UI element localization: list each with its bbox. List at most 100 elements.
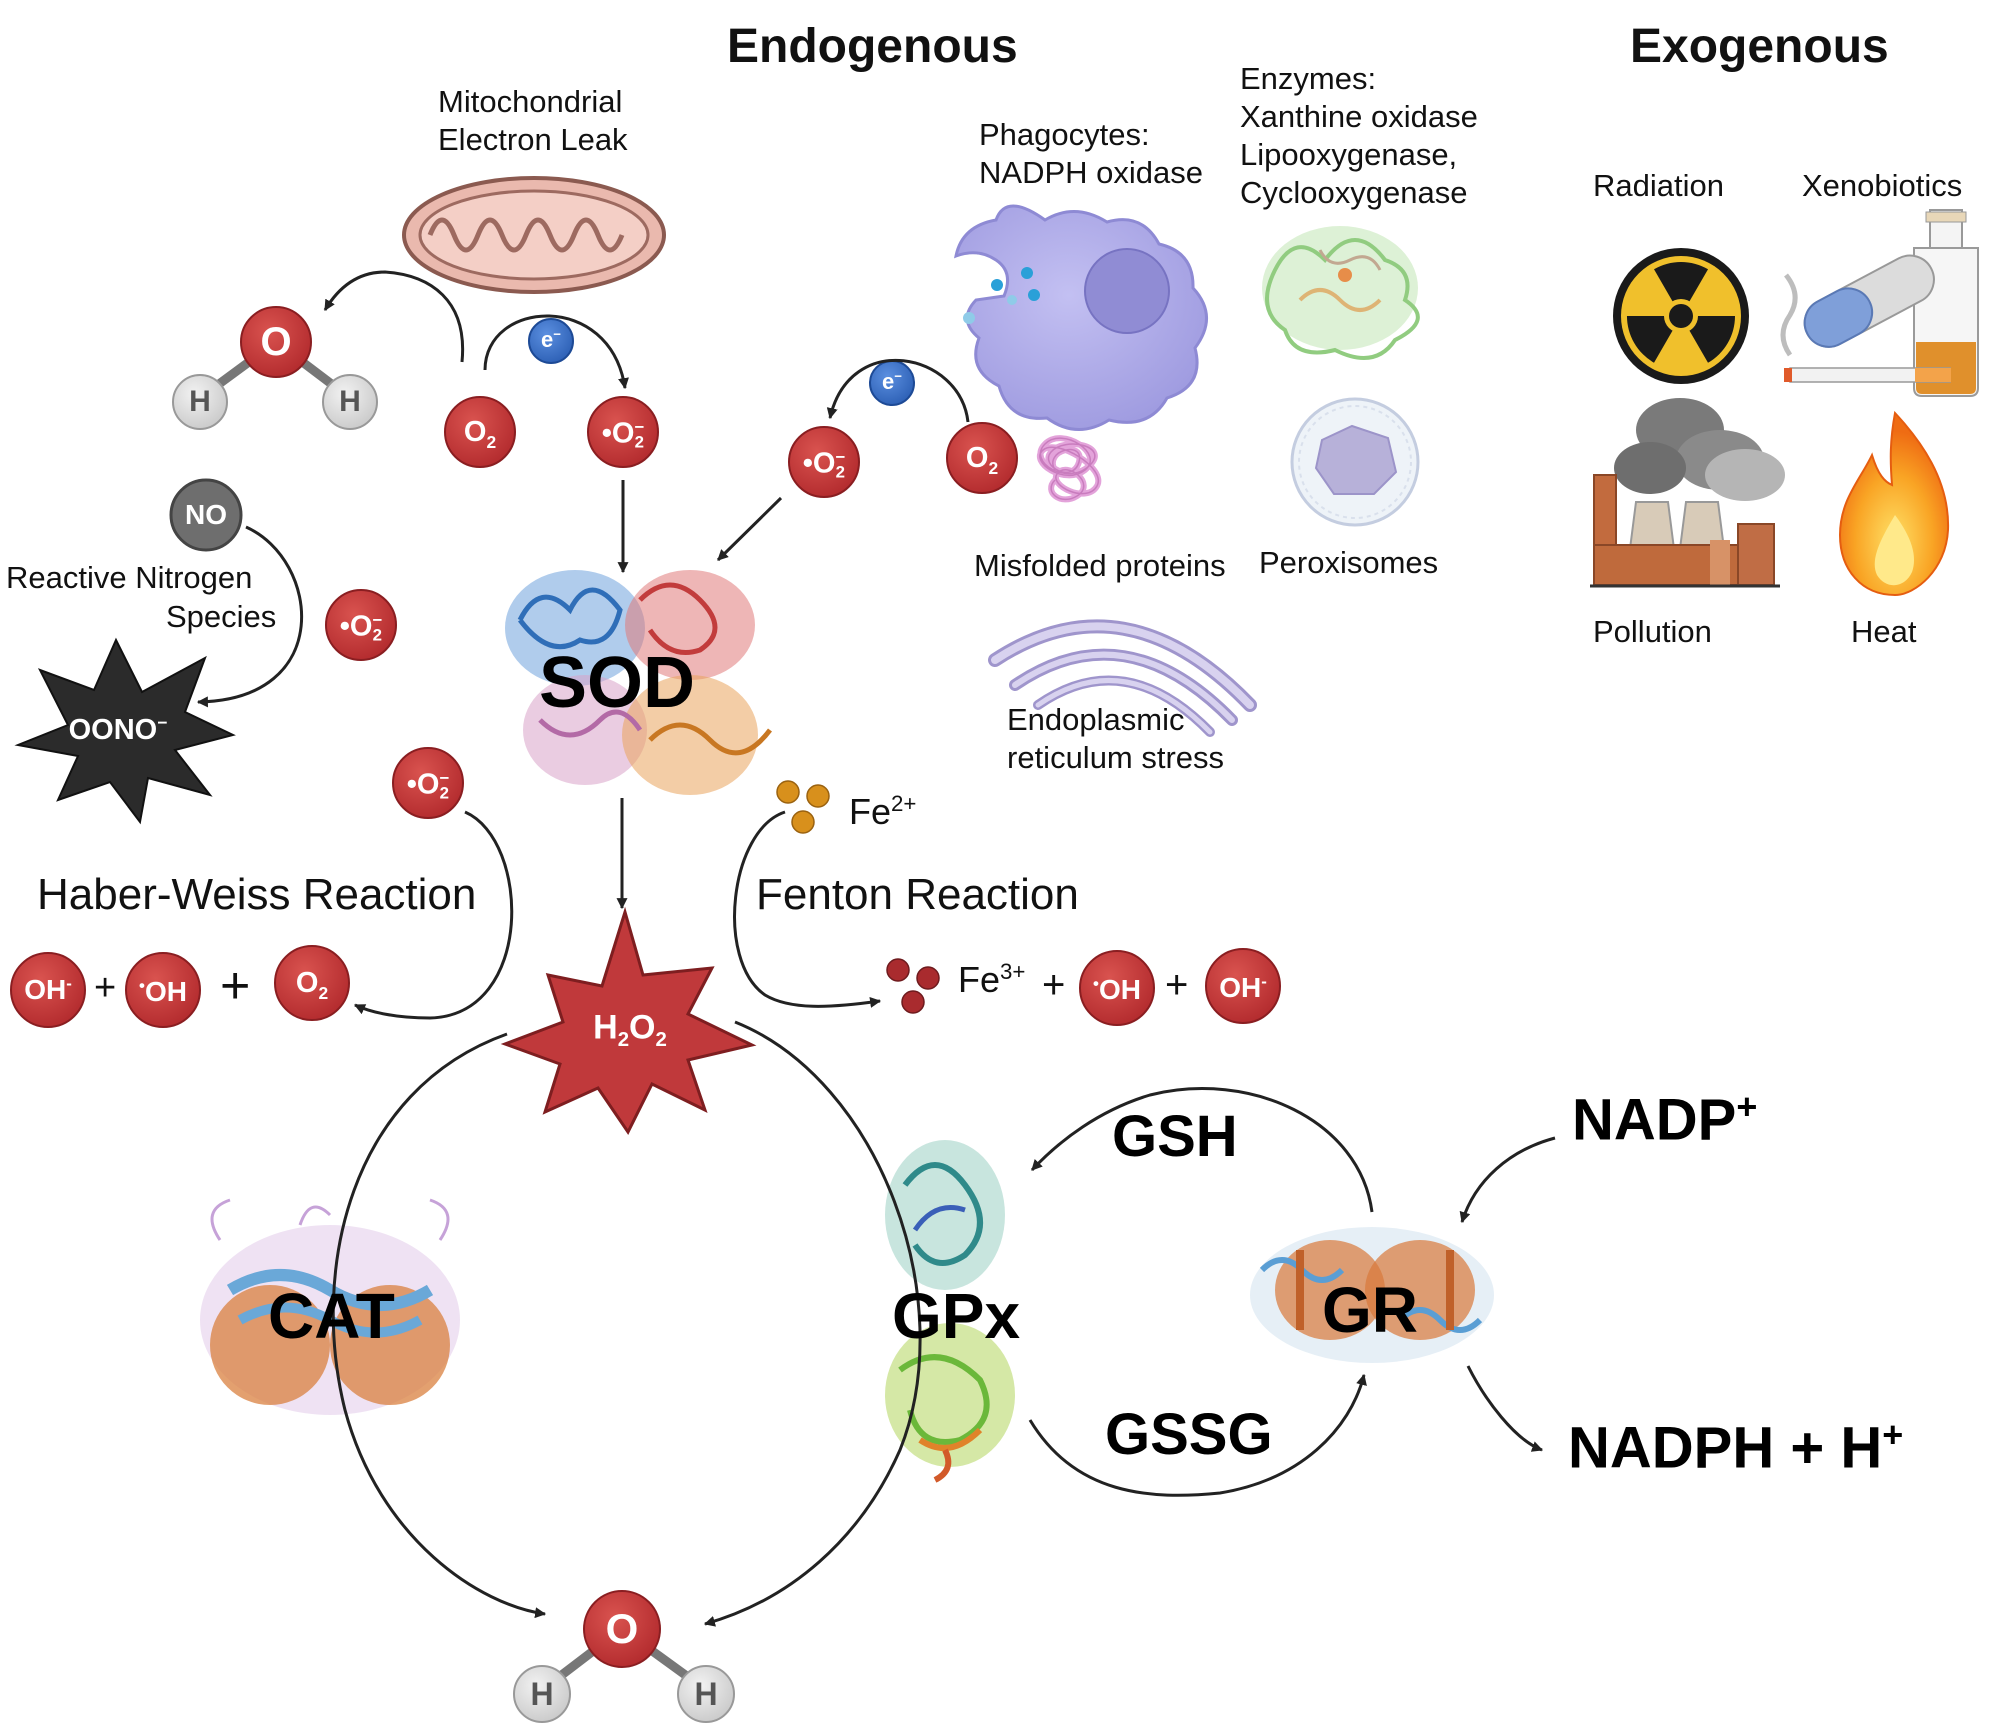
exogenous-title: Exogenous <box>1630 20 1889 73</box>
gsh-label: GSH <box>1112 1104 1238 1169</box>
heat-label: Heat <box>1851 614 1917 649</box>
arrow-gr-to-nadph <box>1466 1365 1544 1452</box>
water-molecule-bottom <box>513 1590 735 1723</box>
arrow-o2-to-superoxide-1 <box>483 314 629 390</box>
plus-sign-3: + <box>1042 963 1066 1007</box>
enzymes-label: Enzymes: Xanthine oxidase Lipooxygenase,… <box>1240 61 1478 210</box>
mitochondria-label: Mitochondrial Electron Leak <box>438 84 628 157</box>
nitric-oxide-molecule <box>169 478 243 552</box>
superoxide-label-4: •O−2 <box>406 768 450 803</box>
factory-smoke-icon <box>1590 398 1785 588</box>
superoxide-molecule-3 <box>325 589 397 661</box>
haber-weiss-label: Haber-Weiss Reaction <box>37 870 477 919</box>
electron-label-2: e− <box>882 368 902 394</box>
misfolded-protein-icon <box>1037 435 1102 503</box>
sod-protein-structure <box>505 570 772 795</box>
water-h-label-bottom-right: H <box>694 1675 718 1712</box>
peroxisomes-label: Peroxisomes <box>1259 545 1439 580</box>
peroxynitrite-label: OONO− <box>68 712 168 746</box>
rns-label-line1: Reactive Nitrogen <box>6 560 253 595</box>
hydroxide-molecule-2 <box>1205 948 1281 1024</box>
gr-label: GR <box>1322 1274 1418 1346</box>
gpx-protein-structure <box>885 1140 1015 1483</box>
nadph-label: NADPH + H+ <box>1568 1414 1904 1481</box>
hydroxyl-molecule-1 <box>125 952 201 1028</box>
superoxide-label-1: •O−2 <box>601 417 645 452</box>
endogenous-title: Endogenous <box>727 20 1018 73</box>
arrow-gssg-to-gr <box>1028 1373 1367 1497</box>
plus-sign-2: + <box>220 957 251 1015</box>
reaction-arrows <box>196 270 1556 1627</box>
no-label: NO <box>185 499 227 531</box>
phagocyte-cell-icon <box>954 204 1208 431</box>
o2-molecule-2 <box>946 422 1018 494</box>
endoplasmic-reticulum-icon <box>988 619 1257 737</box>
rns-label-line2: Species <box>166 599 277 634</box>
water-molecule-top <box>172 306 378 430</box>
hydroxide-label-1: OH- <box>24 973 72 1006</box>
o2-label-1: O2 <box>463 416 497 452</box>
plus-sign-1: + <box>94 967 117 1009</box>
arrow-h2o2-to-water-via-cat <box>331 1032 547 1619</box>
arrow-mito-to-water <box>323 270 465 363</box>
hydroxide-molecule-1 <box>10 952 86 1028</box>
water-oxygen-label-bottom: O <box>605 1604 639 1652</box>
mitochondrion-icon <box>402 176 666 294</box>
superoxide-molecule-4 <box>392 747 464 819</box>
gr-protein-structure <box>1250 1227 1494 1363</box>
fe2-ions <box>776 780 830 834</box>
electron-label-1: e− <box>541 326 561 352</box>
hydroxyl-label-2: •OH <box>1093 973 1141 1006</box>
fe3-ions <box>886 958 940 1014</box>
gssg-label: GSSG <box>1105 1402 1273 1467</box>
arrow-fenton <box>733 810 882 1008</box>
gpx-label: GPx <box>892 1280 1021 1352</box>
fe2-label: Fe2+ <box>849 791 917 832</box>
o2-molecule-3 <box>274 945 350 1021</box>
h2o2-label: H2O2 <box>593 1008 667 1052</box>
radiation-label: Radiation <box>1593 168 1724 203</box>
radiation-hazard-icon <box>1613 248 1749 384</box>
water-oxygen-label-top: O <box>260 320 292 364</box>
o2-label-2: O2 <box>965 442 999 478</box>
superoxide-label-2: •O−2 <box>802 447 846 482</box>
water-h-label-bottom-left: H <box>530 1675 554 1712</box>
cat-label: CAT <box>268 1280 395 1352</box>
flame-icon <box>1838 410 1950 597</box>
plus-sign-4: + <box>1165 963 1189 1007</box>
arrow-gr-to-gsh <box>1030 1087 1374 1213</box>
fenton-label: Fenton Reaction <box>756 870 1079 919</box>
hydroxyl-label-1: •OH <box>139 975 187 1008</box>
peroxisome-icon <box>1290 397 1420 527</box>
arrow-h2o2-to-water-via-gpx <box>703 1020 922 1627</box>
phagocytes-label: Phagocytes: NADPH oxidase <box>979 117 1203 190</box>
arrow-no-to-peroxynitrite <box>196 525 304 708</box>
xenobiotics-label: Xenobiotics <box>1802 168 1963 203</box>
enzyme-structure-icon <box>1262 226 1420 360</box>
superoxide-molecule-1 <box>587 396 659 468</box>
molecule-discs <box>10 396 1281 1028</box>
arrow-superoxide-2-to-sod <box>716 496 783 562</box>
sod-label: SOD <box>539 643 696 723</box>
pollution-label: Pollution <box>1593 614 1712 649</box>
er-stress-label: Endoplasmic reticulum stress <box>1007 702 1225 775</box>
superoxide-label-3: •O−2 <box>339 610 383 645</box>
hydroxyl-molecule-2 <box>1079 950 1155 1026</box>
nadp-label: NADP+ <box>1572 1086 1758 1153</box>
o2-molecule-1 <box>444 396 516 468</box>
peroxynitrite-burst <box>14 637 236 825</box>
arrow-haber-weiss <box>354 810 514 1020</box>
electron-1 <box>528 318 574 364</box>
hydroxide-label-2: OH- <box>1219 971 1267 1004</box>
hydrogen-peroxide-burst <box>500 906 757 1135</box>
arrow-o2-to-superoxide-2 <box>826 358 970 423</box>
water-h-label-top-left: H <box>189 385 211 418</box>
superoxide-molecule-2 <box>788 426 860 498</box>
catalase-protein-structure <box>200 1198 460 1415</box>
arrow-nadp-to-gr <box>1459 1136 1556 1224</box>
water-h-label-top-right: H <box>339 385 361 418</box>
pill-cigarette-bottle-icon <box>1780 209 1979 397</box>
fe3-label: Fe3+ <box>958 959 1026 1000</box>
